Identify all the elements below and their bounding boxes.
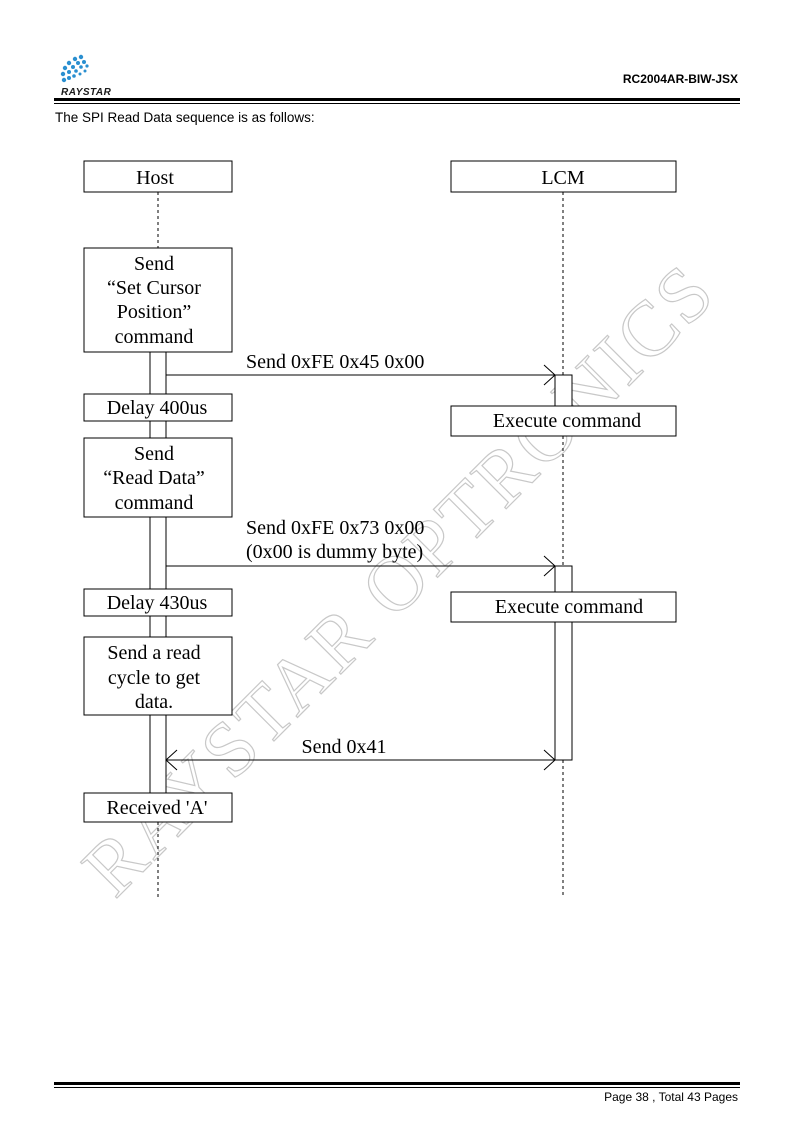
- read-cycle-line-1: Send a read: [107, 642, 200, 664]
- set-cursor-box: [83, 247, 233, 353]
- execute1-box: [450, 405, 677, 437]
- execute1-label: Execute command: [493, 410, 641, 432]
- read-cycle-box: [83, 636, 233, 716]
- read-cycle-line-3: data.: [135, 691, 173, 713]
- delay1-box: [83, 393, 233, 422]
- read-data-box: [83, 437, 233, 518]
- msg2-arrow-head: [543, 555, 556, 577]
- lcm-lane-box: [450, 160, 677, 193]
- execute2-box: [450, 591, 677, 623]
- header-rule: [54, 98, 740, 104]
- msg3-arrow-head-right: [543, 749, 556, 771]
- logo-wordmark: RAYSTAR: [61, 87, 112, 98]
- footer-rule: [54, 1082, 740, 1088]
- host-lane-box: [83, 160, 233, 193]
- received-box: [83, 792, 233, 823]
- delay2-label: Delay 430us: [107, 592, 208, 614]
- lcm-lane-label: LCM: [541, 167, 585, 189]
- execute2-label: Execute command: [495, 596, 643, 618]
- read-cycle-line-2: cycle to get: [108, 667, 201, 689]
- host-lane-label: Host: [136, 167, 174, 189]
- delay1-label: Delay 400us: [107, 397, 208, 419]
- set-cursor-line-2: “Set Cursor: [107, 277, 201, 299]
- read-data-line-1: Send: [134, 443, 174, 465]
- msg2-label-line-1: Send 0xFE 0x73 0x00: [246, 517, 424, 539]
- lcm-activation-1: [554, 374, 573, 407]
- intro-text: The SPI Read Data sequence is as follows…: [55, 110, 315, 125]
- set-cursor-line-3: Position”: [117, 301, 191, 323]
- msg3-arrow-head-left: [165, 749, 178, 771]
- document-code: RC2004AR-BIW-JSX: [622, 72, 738, 86]
- set-cursor-line-4: command: [115, 326, 194, 348]
- delay2-box: [83, 588, 233, 617]
- received-label: Received 'A': [106, 797, 207, 819]
- read-data-line-2: “Read Data”: [103, 467, 205, 489]
- msg2-label-line-2: (0x00 is dummy byte): [246, 541, 423, 563]
- msg1-arrow-head: [543, 364, 556, 386]
- page-info: Page 38 , Total 43 Pages: [604, 1090, 738, 1104]
- set-cursor-line-1: Send: [134, 253, 174, 275]
- raystar-logo: [60, 54, 89, 83]
- host-activation-bar: [149, 351, 167, 823]
- msg3-label: Send 0x41: [302, 736, 387, 758]
- msg1-label: Send 0xFE 0x45 0x00: [246, 351, 424, 373]
- read-data-line-3: command: [115, 492, 194, 514]
